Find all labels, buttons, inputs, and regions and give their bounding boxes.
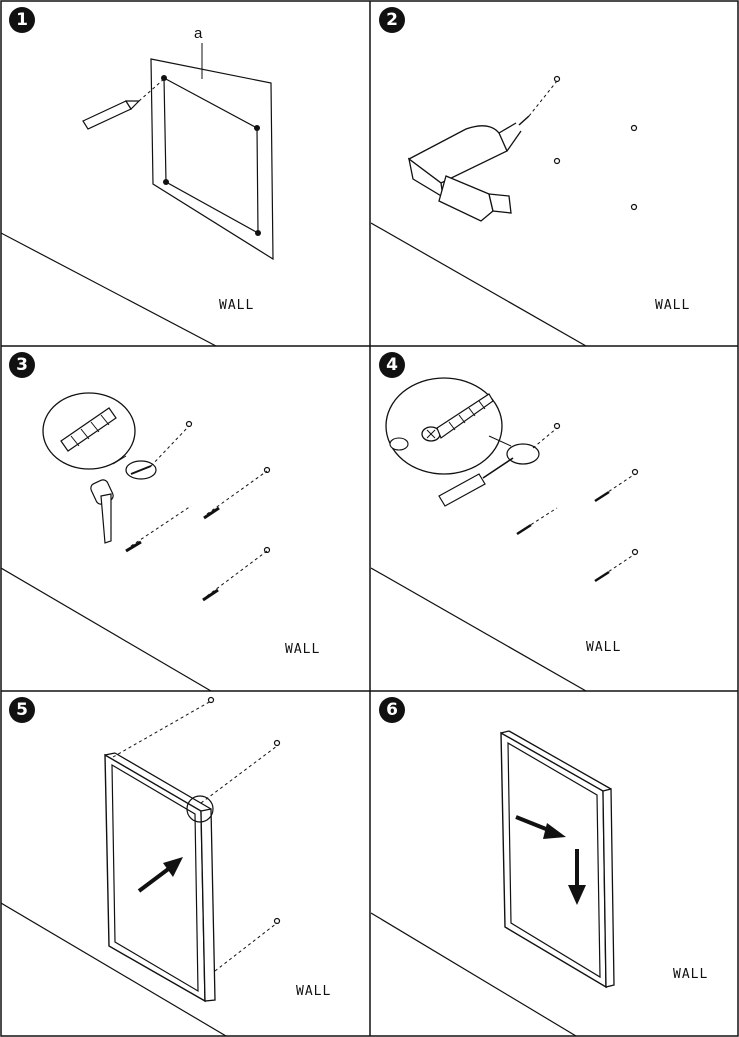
mirror-frame xyxy=(500,730,615,989)
step-6-panel: 6 WALL xyxy=(371,691,739,1036)
wall-anchor-icon xyxy=(60,407,117,452)
step-4-panel: 4 WALL xyxy=(371,346,739,691)
wall-label: WALL xyxy=(673,967,709,982)
wall-label: WALL xyxy=(655,298,691,313)
screwdriver-icon xyxy=(438,457,514,507)
arrow-right-icon xyxy=(515,815,566,839)
hammer-icon xyxy=(90,479,114,544)
step-1-illustration xyxy=(1,43,274,346)
pencil-icon xyxy=(82,78,165,130)
step-5-illustration xyxy=(1,696,281,1036)
wall-label: WALL xyxy=(219,298,255,313)
step-number-badge: 3 xyxy=(9,352,35,378)
step-4-illustration xyxy=(371,377,639,691)
step-5-panel: 5 WALL xyxy=(1,691,370,1036)
step-6-illustration xyxy=(371,730,615,1036)
step-1-panel: 1 a WALL xyxy=(1,1,370,346)
step-number-badge: 4 xyxy=(379,352,405,378)
step-2-illustration xyxy=(371,75,638,346)
step-number-badge: 2 xyxy=(379,7,405,33)
screw-icon xyxy=(389,393,494,451)
step-number-badge: 5 xyxy=(9,697,35,723)
arrow-icon xyxy=(137,857,183,893)
step-3-panel: 3 WALL xyxy=(1,346,370,691)
callout-label-a: a xyxy=(194,25,203,42)
wall-label: WALL xyxy=(586,640,622,655)
step-2-panel: 2 WALL xyxy=(371,1,739,346)
template-sheet xyxy=(150,58,274,261)
wall-label: WALL xyxy=(296,984,332,999)
arrow-down-icon xyxy=(568,849,586,905)
step-3-illustration xyxy=(1,392,271,691)
step-number-badge: 1 xyxy=(9,7,35,33)
drill-icon xyxy=(407,80,558,222)
wall-label: WALL xyxy=(285,642,321,657)
step-number-badge: 6 xyxy=(379,697,405,723)
